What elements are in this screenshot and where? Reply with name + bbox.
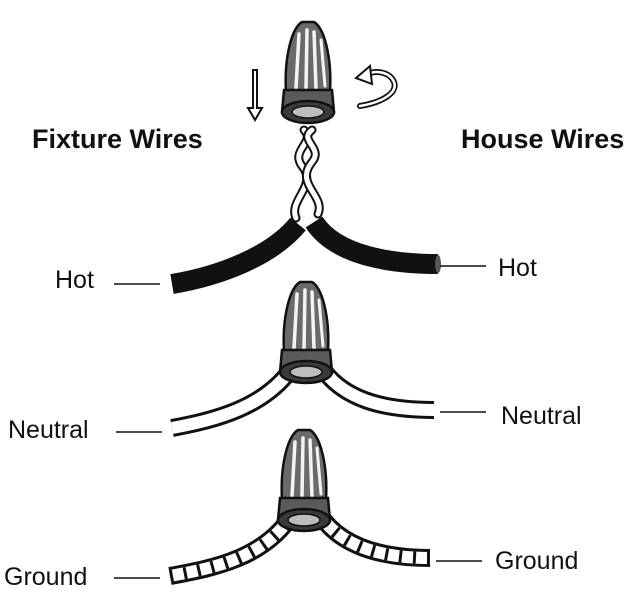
fixture-hot-label: Hot xyxy=(55,266,94,294)
rotate-arrow-icon xyxy=(354,64,398,109)
fixture-ground-label: Ground xyxy=(4,563,88,591)
hot-wires xyxy=(170,215,441,294)
wire-nut-icon xyxy=(278,280,334,385)
house-hot-label: Hot xyxy=(498,254,537,282)
leader-lines xyxy=(114,265,486,579)
neutral-connection xyxy=(170,280,435,437)
fixture-wires-header: Fixture Wires xyxy=(32,124,203,154)
house-neutral-label: Neutral xyxy=(501,402,582,430)
ground-connection xyxy=(168,428,431,585)
twisted-wire-icon xyxy=(290,125,324,223)
wire-nut-icon xyxy=(280,20,336,125)
fixture-neutral-label: Neutral xyxy=(8,416,89,444)
house-wires-header: House Wires xyxy=(461,124,625,154)
wire-nut-icon xyxy=(276,428,332,533)
house-ground-label: Ground xyxy=(495,547,579,575)
down-arrow-icon xyxy=(246,69,264,122)
